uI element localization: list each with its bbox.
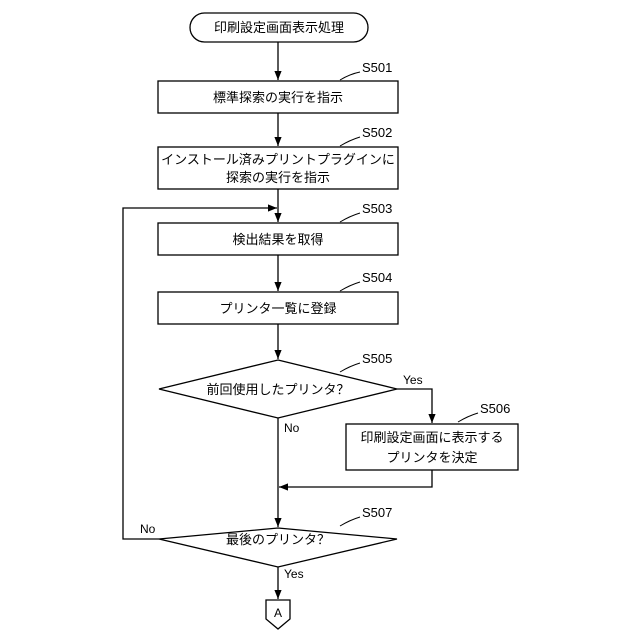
decision-s507-id: S507 xyxy=(362,505,392,520)
step-s501-text: 標準探索の実行を指示 xyxy=(213,90,343,106)
step-s504-text: プリンタ一覧に登録 xyxy=(219,301,336,317)
decision-s507-no: No xyxy=(140,522,156,536)
step-s506-line1: 印刷設定画面に表示する xyxy=(360,430,503,446)
start-label: 印刷設定画面表示処理 xyxy=(214,20,344,36)
step-s504-id: S504 xyxy=(362,270,392,285)
step-s502-id: S502 xyxy=(362,125,392,140)
step-s503-text: 検出結果を取得 xyxy=(232,232,323,248)
decision-s507-text: 最後のプリンタ？ xyxy=(226,533,330,548)
decision-s505-no: No xyxy=(284,421,300,435)
decision-s505-text: 前回使用したプリンタ？ xyxy=(206,382,349,398)
step-s506-line2: プリンタを決定 xyxy=(386,451,477,466)
decision-s507-yes: Yes xyxy=(284,567,304,581)
step-s502-line1: インストール済みプリントプラグインに xyxy=(161,152,395,168)
step-s506-id: S506 xyxy=(480,401,510,416)
step-s502-line2: 探索の実行を指示 xyxy=(226,170,330,186)
step-s503-id: S503 xyxy=(362,201,392,216)
step-s501-id: S501 xyxy=(362,60,392,75)
connector-a-label: A xyxy=(274,606,282,620)
decision-s505-id: S505 xyxy=(362,351,392,366)
decision-s505-yes: Yes xyxy=(403,373,423,387)
